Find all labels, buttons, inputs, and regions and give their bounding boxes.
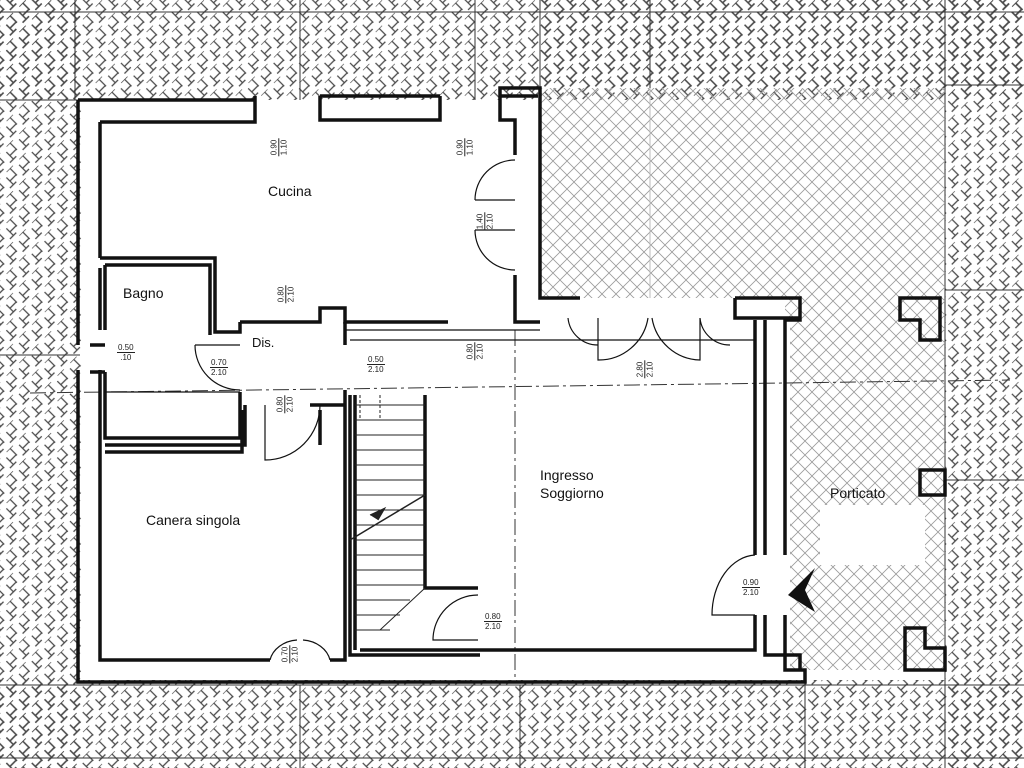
room-label-bagno: Bagno (123, 285, 164, 301)
porch-label-clearing (820, 505, 925, 565)
entrance-arrow (788, 568, 815, 612)
room-label-camera: Canera singola (146, 512, 241, 528)
room-label-soggiorno: Soggiorno (540, 485, 604, 501)
courtyard (540, 88, 945, 298)
door-swings (194, 159, 756, 661)
stair-treads (349, 395, 426, 631)
thin-lines (105, 329, 755, 393)
dim-bagno-window: 0.50.10 (117, 343, 135, 362)
room-label-porticato: Porticato (830, 485, 886, 501)
paving-right (945, 0, 1024, 768)
interior-fill (90, 100, 790, 670)
room-label-cucina: Cucina (268, 183, 312, 199)
room-label-dis: Dis. (252, 335, 275, 350)
paving-bottom (0, 680, 1024, 768)
room-label-ingresso: Ingresso (540, 467, 594, 483)
paving-left (0, 0, 82, 768)
courtyard-area (540, 88, 945, 670)
axis-line (29, 379, 1011, 394)
paving-top-right (540, 0, 1024, 88)
